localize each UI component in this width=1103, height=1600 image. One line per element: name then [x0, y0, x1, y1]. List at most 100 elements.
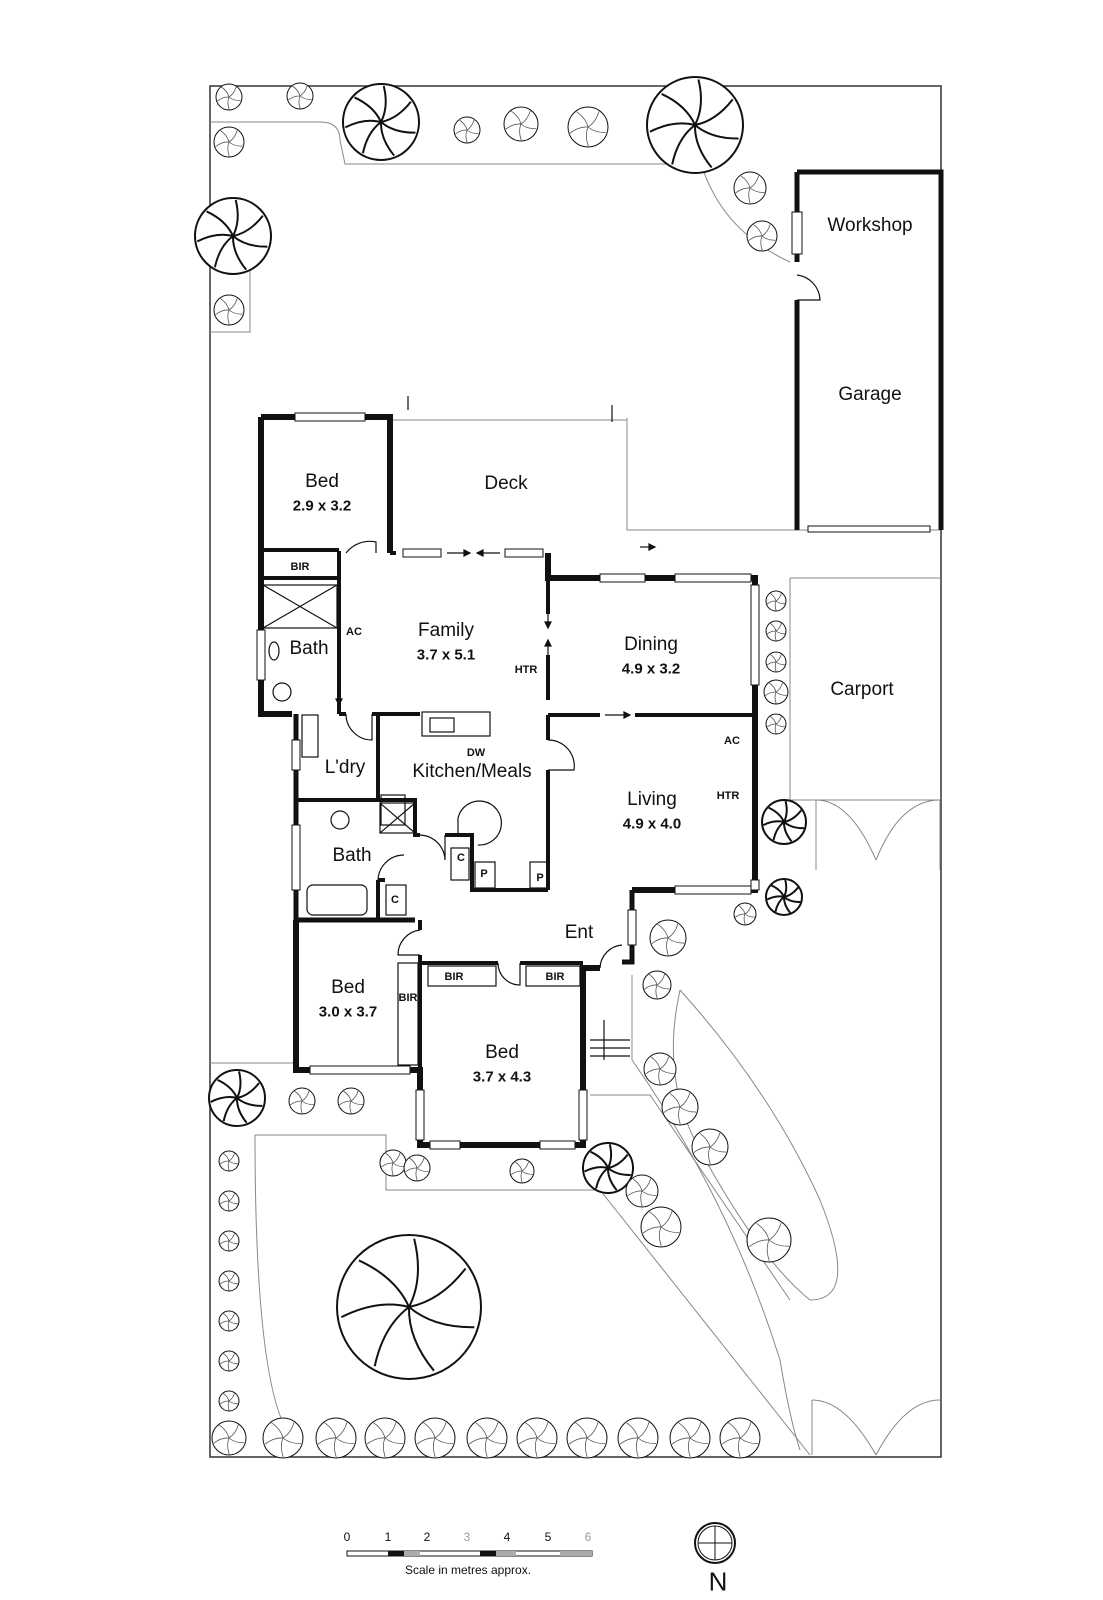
- sliding-door-arrows: [335, 405, 657, 719]
- shrub-icon: [625, 1174, 659, 1208]
- room-label: Family: [418, 620, 474, 641]
- scale-tick-5: 5: [544, 1530, 552, 1544]
- shrub-icon: [218, 1350, 240, 1372]
- shrub-icon: [218, 1190, 240, 1212]
- shrub-icon: [566, 1417, 608, 1459]
- shrub-icon: [215, 83, 243, 111]
- trees: [194, 76, 807, 1459]
- room-label: Garage: [838, 384, 902, 405]
- shrub-icon: [617, 1417, 659, 1459]
- room-dimensions: 3.7 x 4.3: [472, 1068, 532, 1086]
- shrub-icon: [661, 1088, 699, 1126]
- fixture-label: AC: [346, 626, 362, 638]
- scale-tick-4: 4: [503, 1530, 511, 1544]
- scale-bar: [346, 1550, 593, 1557]
- shrub-icon: [315, 1417, 357, 1459]
- fixture-label: C: [457, 852, 465, 864]
- shrub-icon: [213, 126, 245, 158]
- fixture-label: C: [391, 894, 399, 906]
- scale-tick-1: 1: [384, 1530, 392, 1544]
- room-label: Ent: [564, 922, 594, 943]
- shrub-icon: [218, 1230, 240, 1252]
- shrub-icon: [379, 1149, 407, 1177]
- room-dimensions: 3.7 x 5.1: [416, 646, 476, 664]
- room-label: Bed: [331, 977, 365, 998]
- room-label: Dining: [624, 634, 678, 655]
- shrub-icon: [414, 1417, 456, 1459]
- shrub-icon: [642, 970, 672, 1000]
- shrub-icon: [765, 651, 787, 673]
- fixture-label: BIR: [444, 971, 464, 983]
- room-label: Carport: [830, 679, 894, 700]
- property-boundary: [209, 85, 942, 1458]
- shrub-icon: [403, 1154, 431, 1182]
- room-label: Bath: [289, 638, 329, 659]
- large-tree-icon: [336, 1234, 482, 1380]
- shrub-icon: [765, 713, 787, 735]
- shrub-icon: [218, 1150, 240, 1172]
- room-label: Living: [627, 789, 677, 810]
- room-dimensions: 2.9 x 3.2: [292, 497, 352, 515]
- room-label: Workshop: [827, 215, 913, 236]
- shrub-icon: [640, 1206, 682, 1248]
- room-dimensions: 4.9 x 4.0: [622, 815, 682, 833]
- shrub-icon: [218, 1310, 240, 1332]
- shrub-icon: [286, 82, 314, 110]
- scale-tick-3: 3: [463, 1530, 471, 1544]
- large-tree-icon: [194, 197, 272, 275]
- windows: [256, 412, 760, 1150]
- shrub-icon: [466, 1417, 508, 1459]
- large-tree-icon: [342, 83, 420, 161]
- shrub-icon: [567, 106, 609, 148]
- garden-paths: [210, 121, 941, 1456]
- shrub-icon: [669, 1417, 711, 1459]
- large-tree-icon: [646, 76, 744, 174]
- scale-caption: Scale in metres approx.: [404, 1563, 532, 1577]
- fixture-label: P: [480, 868, 488, 880]
- room-label: Bed: [305, 471, 339, 492]
- large-tree-icon: [765, 878, 803, 916]
- shrub-icon: [649, 919, 687, 957]
- fixture-label: HTR: [716, 790, 740, 802]
- shrub-icon: [218, 1270, 240, 1292]
- shrub-icon: [763, 679, 789, 705]
- room-dimensions: 3.0 x 3.7: [318, 1003, 378, 1021]
- room-dimensions: 4.9 x 3.2: [621, 660, 681, 678]
- house-walls: [258, 414, 758, 1148]
- shrub-icon: [503, 106, 539, 142]
- room-label: Kitchen/Meals: [412, 761, 532, 782]
- large-tree-icon: [582, 1142, 634, 1194]
- large-tree-icon: [208, 1069, 266, 1127]
- shrub-icon: [262, 1417, 304, 1459]
- doors: [262, 396, 630, 1066]
- shrub-icon: [364, 1417, 406, 1459]
- fixture-label: HTR: [514, 664, 538, 676]
- shrub-icon: [218, 1390, 240, 1412]
- shrub-icon: [691, 1128, 729, 1166]
- shrub-icon: [453, 116, 481, 144]
- scale-tick-2: 2: [423, 1530, 431, 1544]
- shrub-icon: [213, 294, 245, 326]
- fixture-label: AC: [724, 735, 740, 747]
- shrub-icon: [765, 590, 787, 612]
- fixture-label: BIR: [290, 561, 310, 573]
- garage-building: [791, 169, 944, 533]
- room-label: Deck: [484, 473, 528, 494]
- shrub-icon: [288, 1087, 316, 1115]
- shrub-icon: [746, 1217, 792, 1263]
- north-compass-icon: [694, 1522, 736, 1564]
- shrub-icon: [719, 1417, 761, 1459]
- scale-tick-6: 6: [584, 1530, 592, 1544]
- large-tree-icon: [761, 799, 807, 845]
- fixture-label: DW: [466, 747, 486, 759]
- shrub-icon: [211, 1420, 247, 1456]
- north-label: N: [708, 1566, 728, 1597]
- scale-tick-0: 0: [343, 1530, 351, 1544]
- room-label: L'dry: [324, 757, 366, 778]
- shrub-icon: [733, 171, 767, 205]
- shrub-icon: [733, 902, 757, 926]
- shrub-icon: [643, 1052, 677, 1086]
- fixture-label: P: [536, 872, 544, 884]
- fixture-label: BIR: [545, 971, 565, 983]
